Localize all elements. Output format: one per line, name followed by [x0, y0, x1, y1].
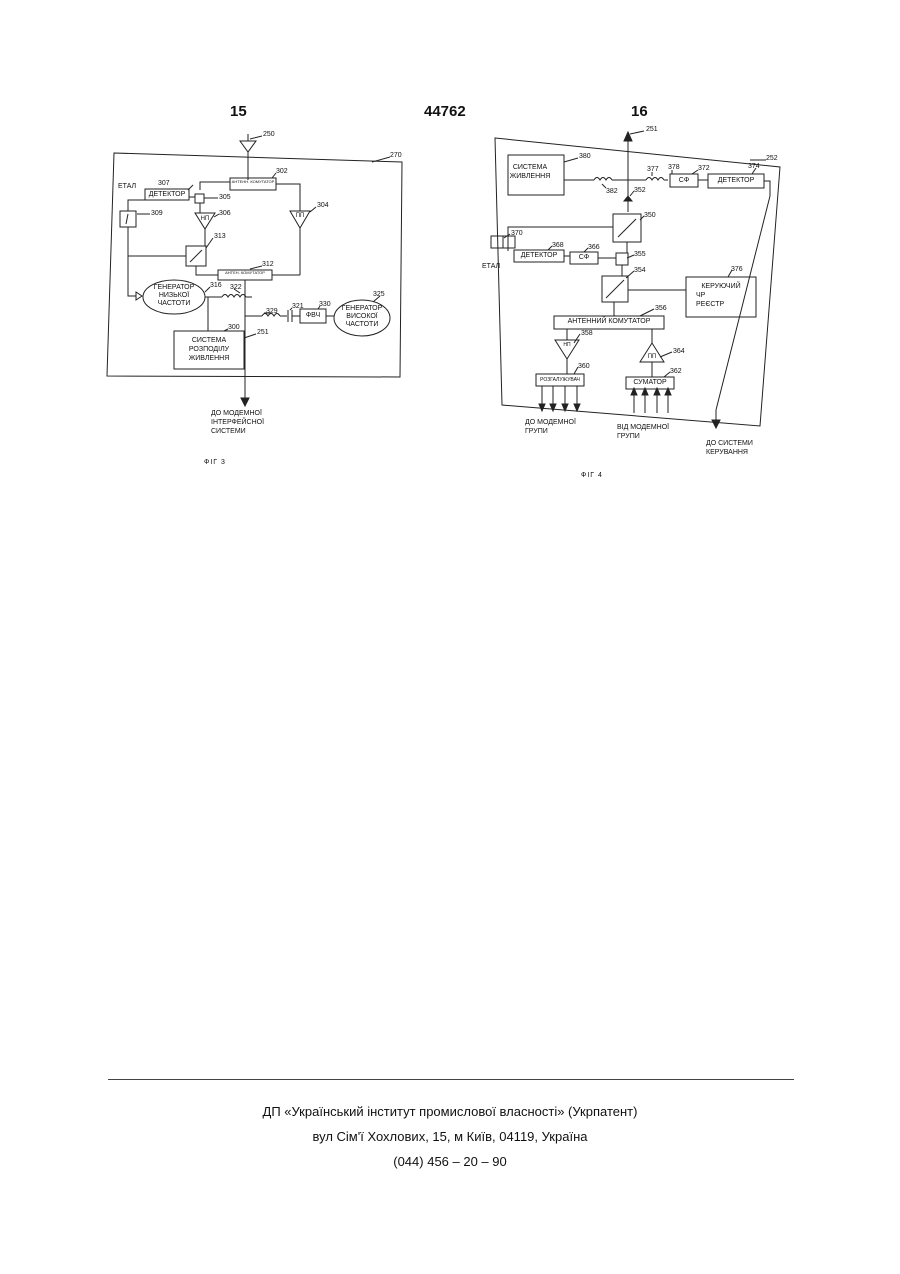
fig4-in-modem-line2: ГРУПИ — [617, 433, 640, 441]
fig4-ref-251: 251 — [646, 126, 658, 134]
fig4-caption: ФІГ 4 — [581, 472, 603, 480]
fig4-out-modem-line2: ГРУПИ — [525, 428, 548, 436]
fig4-etalon-label: ЕТАЛ — [482, 263, 500, 271]
fig4-antenna-switch-label: АНТЕННИЙ КОМУТАТОР — [554, 318, 664, 326]
fig4-ref-350: 350 — [644, 212, 656, 220]
fig4-ref-366: 366 — [588, 244, 600, 252]
fig4-to-control-line1: ДО СИСТЕМИ — [706, 440, 753, 448]
fig4-ref-252: 252 — [766, 155, 778, 163]
fig4-to-control-line2: КЕРУВАННЯ — [706, 449, 748, 457]
fig4-ref-376: 376 — [731, 266, 743, 274]
fig4-ref-377: 377 — [647, 166, 659, 174]
fig4-ref-355: 355 — [634, 251, 646, 259]
fig4-out-modem-line1: ДО МОДЕМНОЇ — [525, 419, 576, 427]
fig4-combiner-label: СУМАТОР — [626, 379, 674, 387]
fig4-ref-354: 354 — [634, 267, 646, 275]
fig4-ref-358: 358 — [581, 330, 593, 338]
footer-line-1: ДП «Український інститут промислової вла… — [0, 1104, 900, 1119]
fig4-lna-label: НП — [555, 341, 579, 349]
figure-4: СИСТЕМА ЖИВЛЕННЯ СФ ДЕТЕКТОР ЕТАЛ ДЕТЕКТ… — [0, 0, 900, 490]
fig4-filter-top-label: СФ — [670, 177, 698, 185]
footer-divider — [108, 1079, 794, 1080]
fig4-control-register-line1: КЕРУЮЧИЙ — [686, 283, 756, 291]
fig4-ref-380: 380 — [579, 153, 591, 161]
fig4-in-modem-line1: ВІД МОДЕМНОЇ — [617, 424, 669, 432]
fig4-splitter-label: РОЗГАЛУЖУВАЧ — [536, 376, 584, 384]
footer-line-2: вул Сім'ї Хохлових, 15, м Київ, 04119, У… — [0, 1129, 900, 1144]
fig4-ref-352: 352 — [634, 187, 646, 195]
fig4-control-register-line2: ЧР — [696, 292, 705, 300]
fig4-filter-mid-label: СФ — [570, 254, 598, 262]
fig4-ref-368: 368 — [552, 242, 564, 250]
fig4-ref-362: 362 — [670, 368, 682, 376]
fig4-etalon-box — [491, 236, 503, 248]
fig4-control-register-line3: РЕЄСТР — [696, 301, 724, 309]
fig4-ref-378: 378 — [668, 164, 680, 172]
figure-4-drawing — [0, 0, 900, 490]
fig4-pa-label: ПП — [640, 353, 664, 361]
fig4-ref-370: 370 — [511, 230, 523, 238]
fig4-detector-mid-label: ДЕТЕКТОР — [514, 252, 564, 260]
fig4-ref-382: 382 — [606, 188, 618, 196]
fig4-coupler — [616, 253, 628, 265]
fig4-power-system-line2: ЖИВЛЕННЯ — [508, 173, 552, 181]
fig4-ref-372: 372 — [698, 165, 710, 173]
fig4-ref-360: 360 — [578, 363, 590, 371]
fig4-ref-356: 356 — [655, 305, 667, 313]
fig4-ref-364: 364 — [673, 348, 685, 356]
fig4-ref-374: 374 — [748, 163, 760, 171]
footer-line-3: (044) 456 – 20 – 90 — [0, 1154, 900, 1169]
fig4-detector-top-label: ДЕТЕКТОР — [708, 177, 764, 185]
fig4-power-system-line1: СИСТЕМА — [508, 164, 552, 172]
